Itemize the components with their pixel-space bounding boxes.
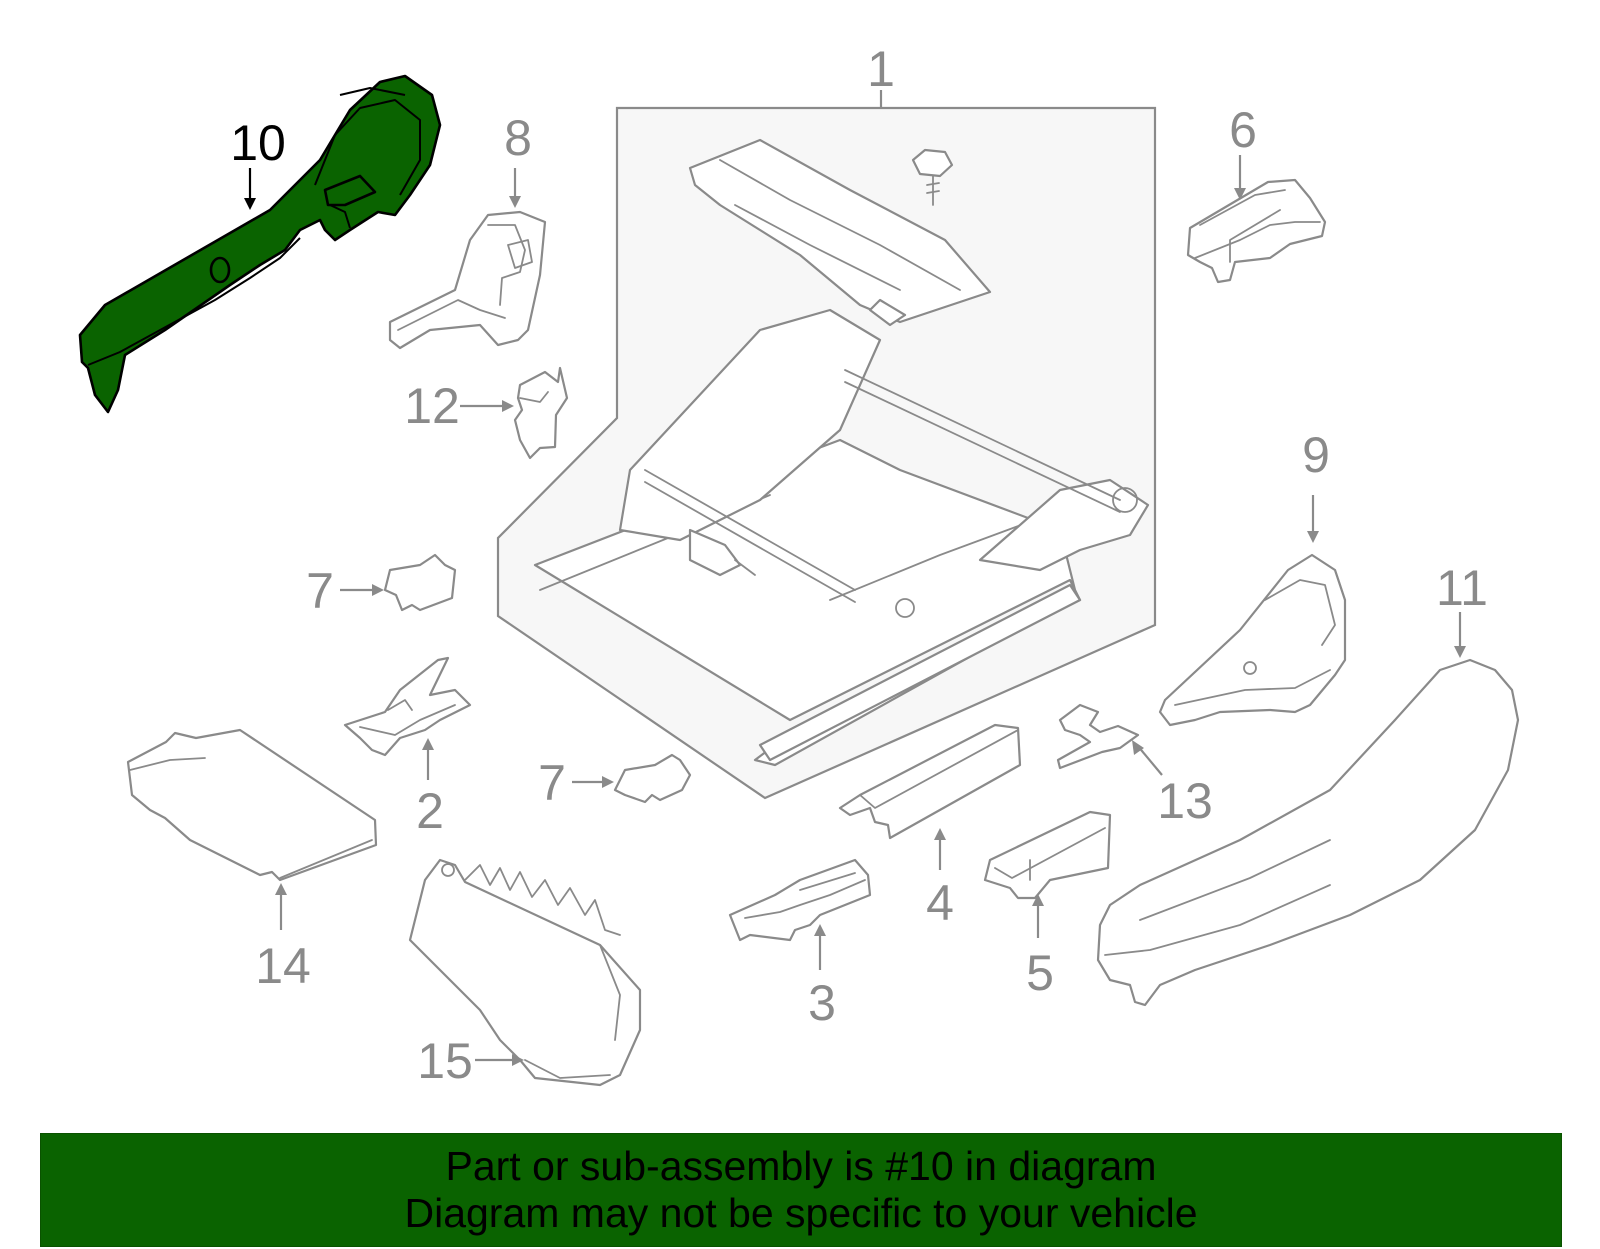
callout-14: 14 — [255, 938, 311, 994]
callout-9: 9 — [1302, 427, 1330, 483]
part-14-module[interactable] — [126, 728, 378, 882]
part-12-clip[interactable] — [513, 366, 569, 460]
callout-7-lower: 7 — [538, 755, 566, 811]
callout-10: 10 — [230, 115, 286, 171]
callout-2: 2 — [416, 783, 444, 839]
callout-6: 6 — [1229, 102, 1257, 158]
callout-4: 4 — [926, 875, 954, 931]
callout-5: 5 — [1026, 945, 1054, 1001]
part-11-side-shield[interactable] — [1096, 658, 1520, 1007]
callout-3: 3 — [808, 975, 836, 1031]
part-1-seat-track-assembly[interactable] — [496, 90, 1157, 800]
part-6-cover-block[interactable] — [1186, 178, 1327, 284]
part-3-cover[interactable] — [728, 858, 872, 942]
part-15-airbag-module[interactable] — [408, 858, 642, 1087]
part-5-rail-cover[interactable] — [983, 810, 1112, 900]
callout-11: 11 — [1436, 560, 1488, 616]
banner-line-part: Part or sub-assembly is #10 in diagram — [445, 1143, 1157, 1189]
callout-8: 8 — [504, 110, 532, 166]
banner-line-disclaimer: Diagram may not be specific to your vehi… — [404, 1190, 1198, 1236]
leader-lines — [244, 155, 1466, 1066]
part-2-cover[interactable] — [343, 656, 472, 757]
part-7-clip-lower[interactable] — [613, 753, 692, 804]
part-10-seat-side-cover[interactable] — [78, 74, 442, 414]
part-4-rail-cover[interactable] — [838, 723, 1022, 840]
info-banner: Part or sub-assembly is #10 in diagram D… — [40, 1133, 1562, 1247]
part-8-bracket[interactable] — [388, 210, 547, 350]
callout-1: 1 — [867, 41, 895, 97]
callout-7-upper: 7 — [306, 563, 334, 619]
part-9-side-panel[interactable] — [1158, 553, 1347, 727]
callout-labels: 1 10 8 6 12 9 11 7 7 2 4 13 5 3 14 15 — [230, 41, 1488, 1089]
callout-12: 12 — [404, 378, 460, 434]
part-7-clip-upper[interactable] — [383, 553, 457, 612]
part-13-clip[interactable] — [1056, 703, 1140, 770]
callout-13: 13 — [1157, 773, 1213, 829]
callout-15: 15 — [417, 1033, 473, 1089]
